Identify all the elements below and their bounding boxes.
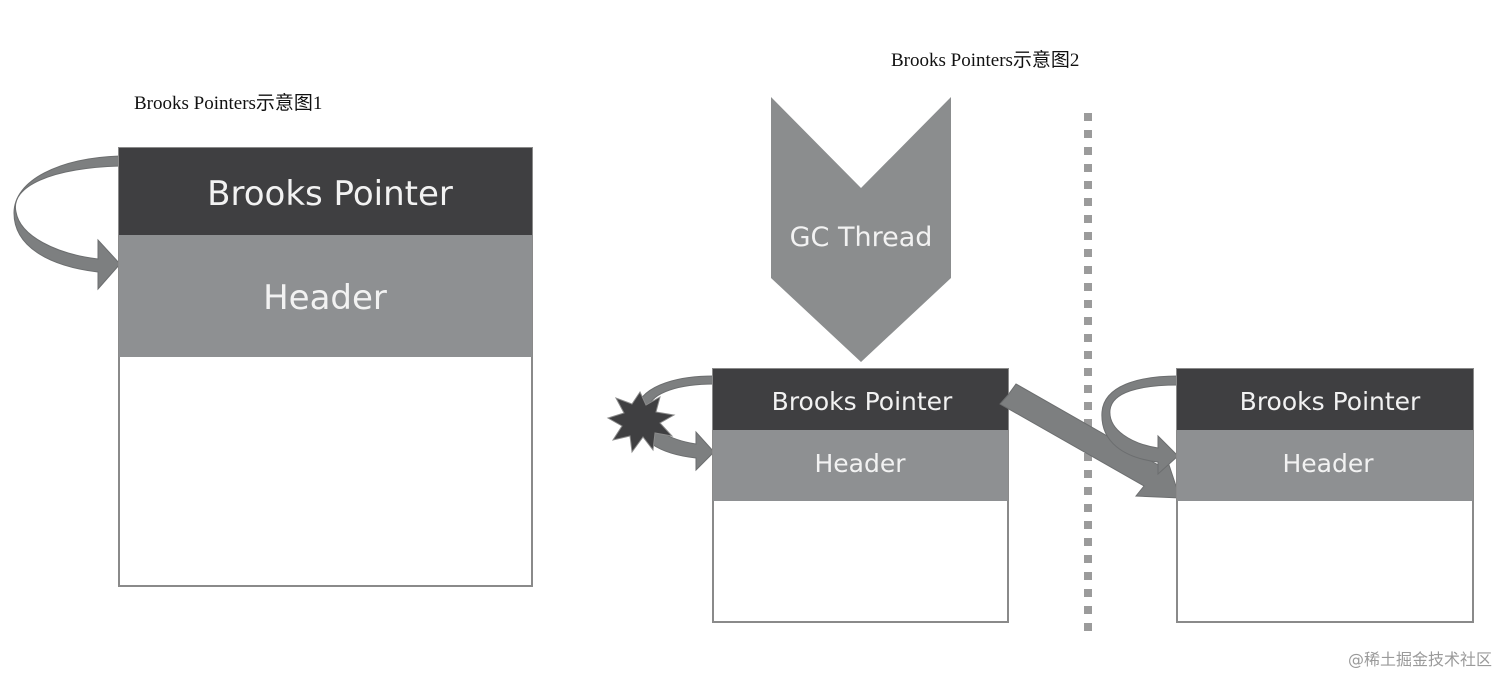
figure-2: Brooks Pointers示意图2 GC Thread Brooks Poi… — [606, 49, 1474, 634]
self-reference-arrow-1 — [13, 155, 121, 291]
forwarding-arrow — [999, 383, 1181, 499]
brooks-pointer-label-1: Brooks Pointer — [207, 174, 453, 214]
header-label-3: Header — [1282, 449, 1374, 478]
header-block-2 — [713, 430, 1008, 501]
self-reference-arrow-3 — [1101, 375, 1179, 476]
header-label-2: Header — [814, 449, 906, 478]
brooks-pointer-block-1 — [119, 148, 532, 235]
figure-2-caption: Brooks Pointers示意图2 — [891, 49, 1079, 71]
old-object: Brooks Pointer Header — [606, 368, 1009, 623]
brooks-pointer-block-2 — [713, 369, 1008, 430]
brooks-pointer-label-2: Brooks Pointer — [772, 387, 953, 416]
new-object: Brooks Pointer Header — [1101, 368, 1474, 623]
figure-1: Brooks Pointers示意图1 Brooks Pointer Heade… — [13, 92, 533, 587]
gc-thread-label: GC Thread — [790, 222, 933, 253]
watermark: @稀土掘金技术社区 — [1348, 650, 1492, 669]
header-block-3 — [1177, 430, 1473, 501]
figure-1-caption: Brooks Pointers示意图1 — [134, 92, 322, 114]
brooks-pointer-block-3 — [1177, 369, 1473, 430]
brooks-pointer-label-3: Brooks Pointer — [1240, 387, 1421, 416]
header-block-1 — [119, 235, 532, 357]
header-label-1: Header — [263, 278, 387, 318]
collision-burst-icon — [606, 390, 676, 454]
gc-thread-chevron — [771, 97, 951, 362]
